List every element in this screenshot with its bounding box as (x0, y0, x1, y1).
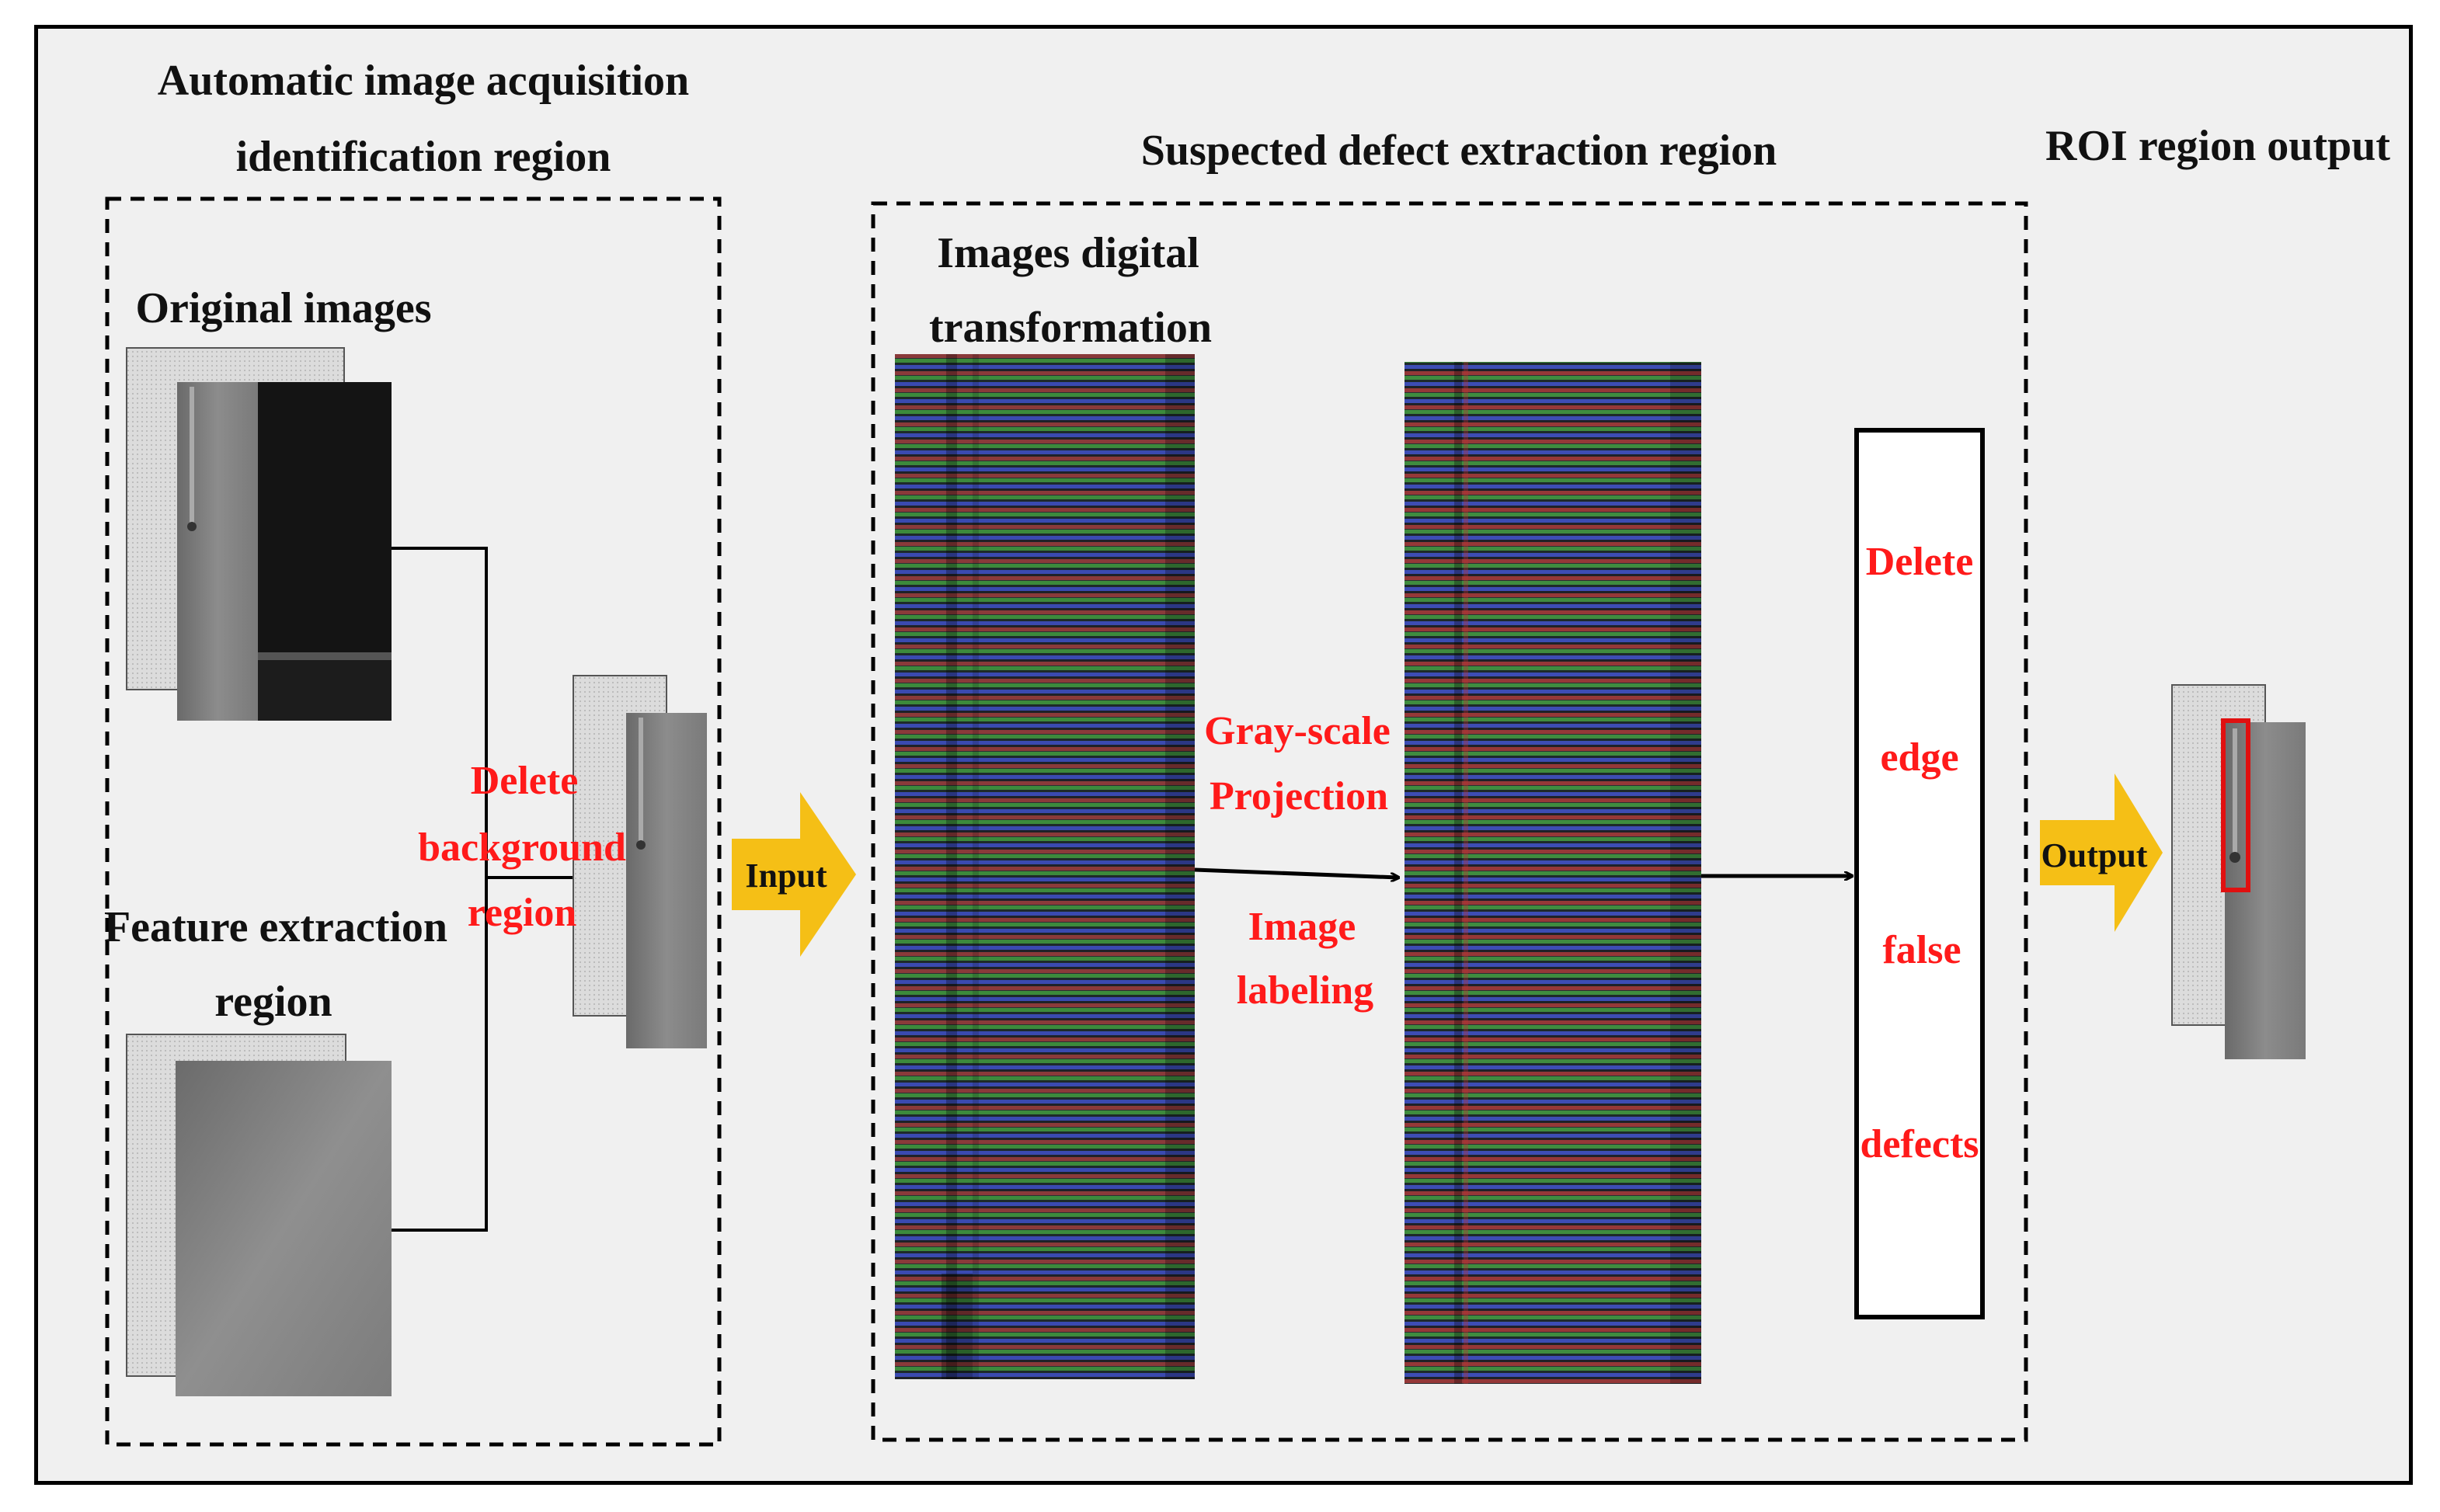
digital-transformation-label-line2: transformation (929, 304, 1212, 352)
merge-connector (392, 547, 488, 1232)
digital-image-2 (1404, 362, 1701, 1384)
acquisition-region-title-line1: Automatic image acquisition (158, 57, 689, 105)
delete-background-label-2: background (418, 826, 626, 870)
delete-background-label-3: region (468, 891, 577, 935)
delete-edge-label-1: Delete (1866, 540, 1974, 584)
digital-transformation-label-line1: Images digital (937, 229, 1199, 277)
roi-highlight-box (2221, 718, 2250, 892)
gray-scale-label-1: Gray-scale (1204, 709, 1391, 753)
feature-extraction-label-line2: region (214, 978, 332, 1026)
feature-extraction-label-line1: Feature extraction (104, 903, 447, 951)
diagram-frame (34, 25, 2413, 1485)
input-arrow-label: Input (745, 857, 827, 895)
image-labeling-label-1: Image (1248, 905, 1356, 949)
delete-edge-box (1854, 428, 1985, 1319)
digital-image-1 (895, 354, 1195, 1379)
output-arrow-label: Output (2041, 836, 2148, 874)
input-arrow-icon (732, 792, 856, 957)
extraction-region-title: Suspected defect extraction region (1141, 127, 1777, 175)
roi-region-title: ROI region output (2045, 122, 2390, 170)
gray-scale-label-2: Projection (1210, 774, 1388, 819)
delete-edge-label-2: edge (1880, 735, 1958, 780)
original-images-label: Original images (135, 284, 431, 332)
delete-edge-label-4: defects (1860, 1122, 1979, 1166)
roi-output-stack (2171, 684, 2306, 1059)
acquisition-region-box (105, 196, 722, 1447)
extraction-region-box (871, 201, 2028, 1442)
image-labeling-label-2: labeling (1237, 968, 1373, 1013)
original-images-stack (126, 347, 392, 721)
delete-background-label-1: Delete (471, 759, 579, 803)
delete-edge-label-3: false (1882, 928, 1961, 972)
projection-arrow (1194, 867, 1398, 878)
acquisition-region-title-line2: identification region (236, 133, 611, 181)
feature-extraction-stack (126, 1034, 392, 1396)
background-removed-stack (573, 675, 707, 1048)
output-arrow-icon (2040, 773, 2163, 932)
